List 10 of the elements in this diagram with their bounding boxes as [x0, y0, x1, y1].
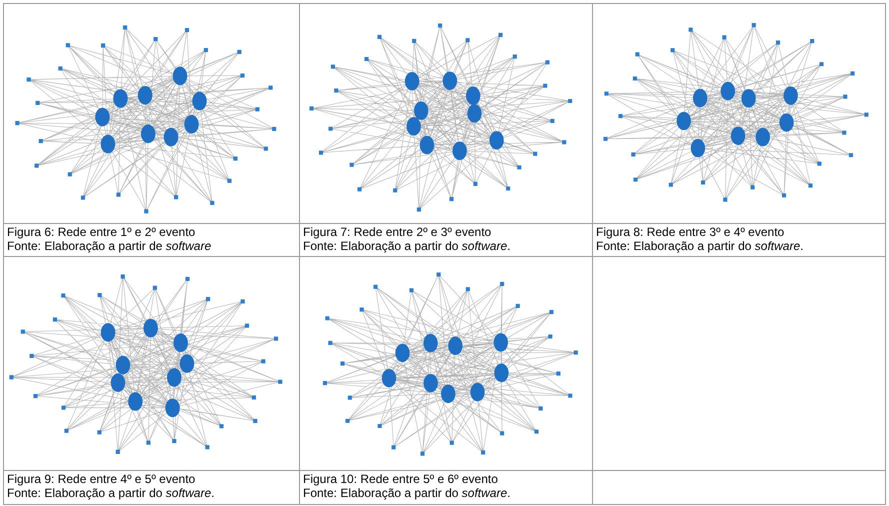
source-note: Fonte: Elaboração a partir do software.	[596, 239, 804, 253]
figure-caption: Figura 6: Rede entre 1º e 2º evento	[7, 225, 196, 239]
source-note: Fonte: Elaboração a partir do software.	[303, 486, 512, 500]
figure-caption: Figura 7: Rede entre 2º e 3º evento	[303, 225, 492, 239]
source-note: Fonte: Elaboração a partir do software.	[303, 239, 512, 253]
source-note: Fonte: Elaboração a partir do software.	[7, 486, 216, 500]
figure-caption: Figura 9: Rede entre 4º e 5º evento	[7, 472, 196, 486]
source-note: Fonte: Elaboração a partir de software	[7, 239, 212, 253]
figure-caption: Figura 8: Rede entre 3º e 4º evento	[596, 225, 786, 239]
figure-caption: Figura 10: Rede entre 5º e 6º evento	[303, 472, 499, 486]
